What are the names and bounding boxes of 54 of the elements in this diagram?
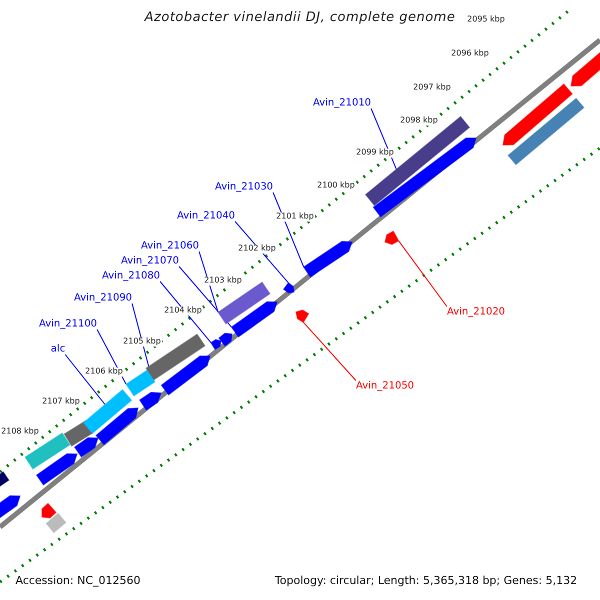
leader-line: [370, 108, 397, 170]
gene-label: Avin_21090: [74, 292, 132, 304]
gene-segment: [145, 334, 206, 380]
gene-label: alc: [50, 344, 66, 354]
gene-label: Avin_21010: [312, 98, 372, 108]
gene-segment: [502, 83, 573, 146]
gene-segment: [74, 437, 99, 458]
gene-segment: [82, 389, 132, 434]
gene-segment: [218, 332, 233, 347]
leader-line: [302, 322, 356, 381]
gene-label: Avin_21070: [120, 256, 180, 266]
leader-line: [398, 240, 448, 307]
gene-label: Avin_21040: [176, 210, 236, 222]
scale-label: 2097 kbp: [412, 84, 452, 92]
gene-segment: [210, 339, 222, 350]
scale-label: 2104 kbp: [163, 306, 203, 316]
gene-segment: [230, 301, 278, 338]
gene-label: Avin_21060: [140, 240, 200, 252]
scale-label: 2103 kbp: [203, 276, 243, 286]
gene-segment: [507, 98, 585, 166]
gene-segment: [64, 420, 94, 447]
gene-segment: [46, 512, 66, 534]
scale-label: 2101 kbp: [275, 212, 315, 222]
gene-segment: [125, 370, 156, 396]
gene-segment: [160, 356, 211, 396]
gene-segment: [303, 240, 353, 278]
gene-segment: [42, 502, 57, 518]
gene-segment: [36, 453, 78, 486]
gene-segment: [384, 230, 400, 245]
footer-text: Accession: NC_012560: [15, 574, 141, 588]
gene-label: Avin_21030: [214, 182, 274, 192]
scale-label: 2095 kbp: [466, 16, 506, 24]
gene-segment: [295, 310, 310, 323]
scale-label: 2096 kbp: [450, 50, 490, 58]
title: Azotobacter vinelandii DJ, complete genome: [144, 10, 456, 26]
scale-label: 2099 kbp: [355, 148, 395, 158]
scale-label: 2107 kbp: [41, 398, 81, 406]
gene-label: Avin_21050: [356, 380, 414, 392]
gene-segment: [282, 282, 295, 294]
footer-text: Topology: circular; Length: 5,365,318 bp; Genes: 5,132: [274, 574, 578, 588]
gene-segment: [570, 50, 600, 87]
leader-line: [64, 354, 106, 405]
leader-line: [272, 192, 304, 268]
gene-label: Avin_21020: [446, 306, 506, 318]
gene-segment: [95, 407, 139, 446]
gene-segment: [139, 392, 162, 411]
gene-label: Avin_21100: [38, 318, 98, 330]
scale-label: 2098 kbp: [399, 116, 439, 126]
scale-label: 2106 kbp: [84, 368, 124, 376]
scale-label: 2102 kbp: [237, 244, 277, 254]
gene-label: Avin_21080: [102, 270, 160, 282]
scale-label: 2108 kbp: [0, 428, 40, 436]
scale-label: 2105 kbp: [122, 338, 162, 346]
scale-label: 2100 kbp: [316, 182, 356, 190]
